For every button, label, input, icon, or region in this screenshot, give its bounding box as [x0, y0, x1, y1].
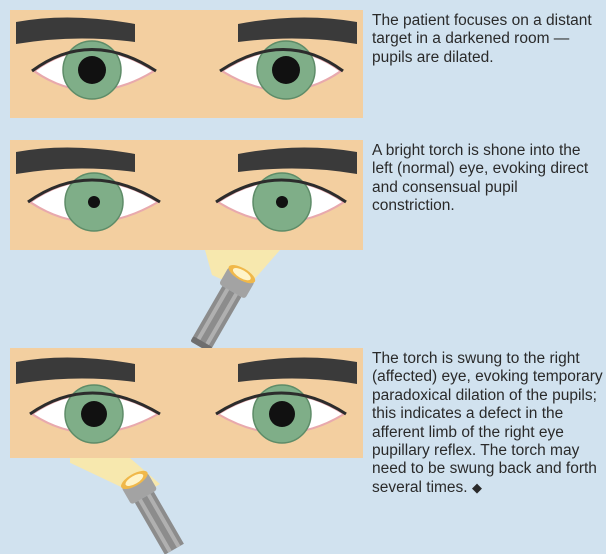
- left-eyebrow: [16, 147, 135, 174]
- step3-eyes-illustration: [10, 348, 363, 458]
- step3-caption: The torch is swung to the right (affecte…: [372, 350, 604, 497]
- left-eyebrow: [16, 357, 135, 384]
- step2-eyes-illustration: [10, 140, 363, 250]
- left-eyebrow: [16, 17, 135, 44]
- step3-eyes-panel: [10, 348, 363, 458]
- step2-caption: A bright torch is shone into the left (n…: [372, 142, 604, 216]
- torch-2-icon: [70, 454, 210, 554]
- right-pupil: [269, 401, 295, 427]
- right-pupil: [272, 56, 300, 84]
- right-eyebrow: [238, 17, 357, 44]
- step1-caption: The patient focuses on a distant target …: [372, 12, 604, 67]
- left-pupil: [78, 56, 106, 84]
- step2-eyes-panel: [10, 140, 363, 250]
- step1-eyes-panel: [10, 10, 363, 118]
- left-pupil: [81, 401, 107, 427]
- step3-caption-text: The torch is swung to the right (affecte…: [372, 350, 603, 496]
- right-eyebrow: [238, 357, 357, 384]
- right-eyebrow: [238, 147, 357, 174]
- step1-eyes-illustration: [10, 10, 363, 118]
- right-pupil: [276, 196, 288, 208]
- left-pupil: [88, 196, 100, 208]
- end-diamond-icon: ◆: [472, 480, 482, 495]
